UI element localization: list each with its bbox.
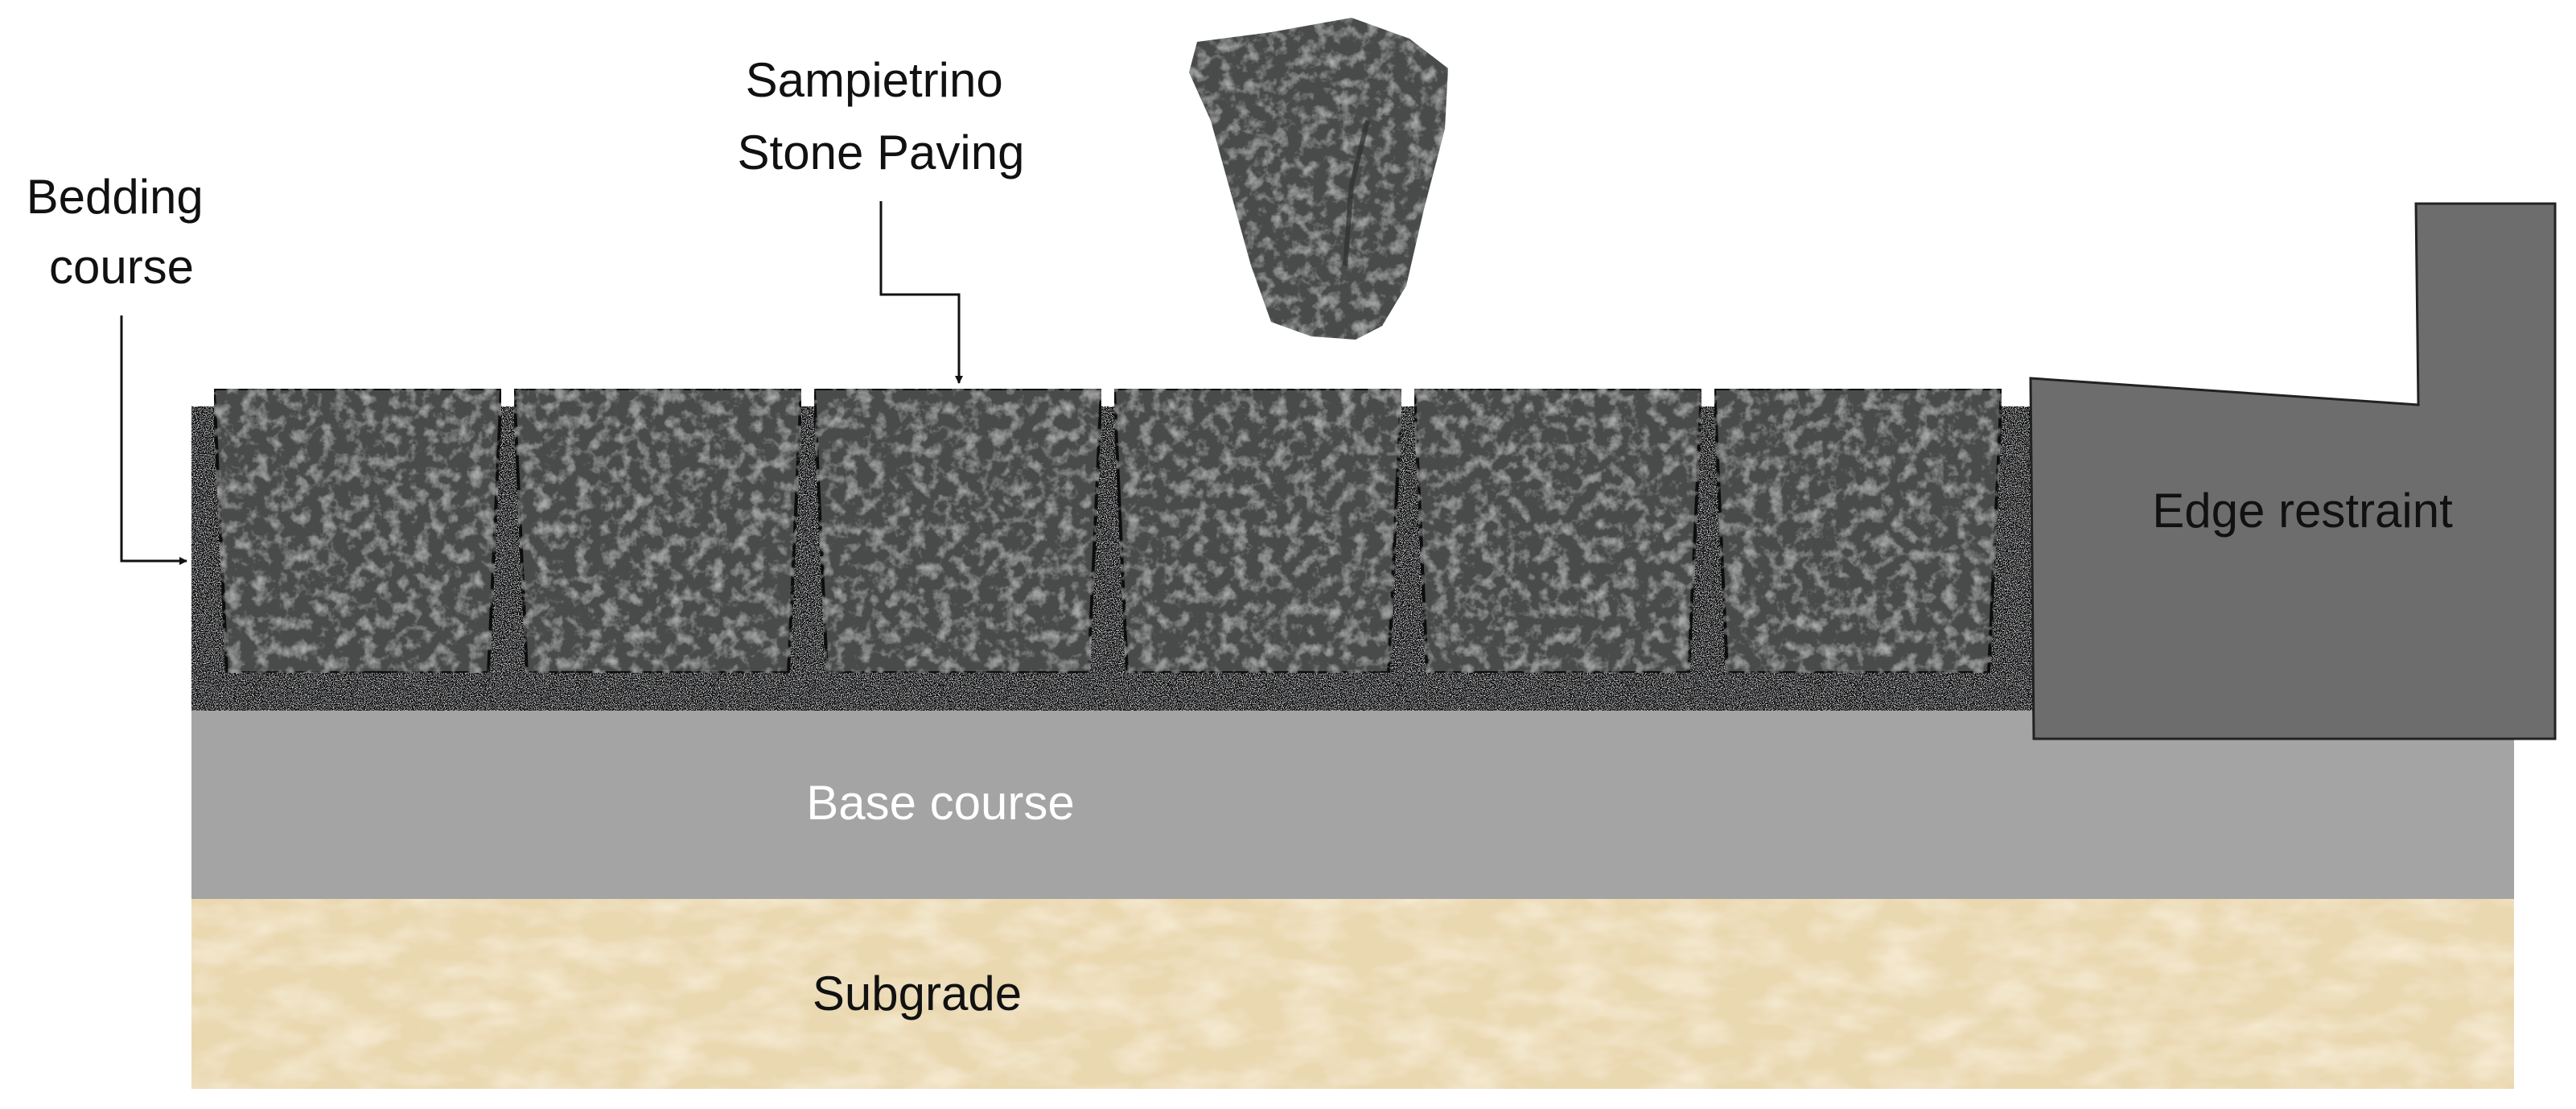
subgrade-layer	[191, 899, 2514, 1089]
paving-stone	[1112, 387, 1404, 674]
base-course-label: Base course	[806, 776, 1075, 830]
stone-paving-label-line-1: Sampietrino	[746, 53, 1003, 107]
bedding-course-label: Bedding course	[27, 170, 217, 294]
paving-stone	[1412, 387, 1704, 674]
paving-stone	[212, 387, 504, 674]
bedding-course-callout-arrow	[120, 315, 187, 565]
stone-paving-callout-arrow	[879, 201, 963, 384]
stone-paving-label-line-2: Stone Paving	[738, 126, 1025, 179]
stone-paving-label: Sampietrino Stone Paving	[738, 53, 1025, 179]
stone-icon-crease	[1343, 120, 1370, 266]
edge-restraint-label: Edge restraint	[2152, 484, 2453, 538]
paving-stone	[812, 387, 1104, 674]
paving-stone	[512, 387, 804, 674]
edge-restraint-block	[2029, 202, 2557, 740]
paving-stone	[1712, 387, 2004, 674]
subgrade-label: Subgrade	[813, 967, 1022, 1020]
sampietrino-stone-icon	[1189, 18, 1448, 340]
bedding-course-label-line-1: Bedding	[27, 170, 204, 224]
paving-stones-row	[212, 387, 2004, 674]
bedding-course-label-line-2: course	[49, 240, 194, 294]
